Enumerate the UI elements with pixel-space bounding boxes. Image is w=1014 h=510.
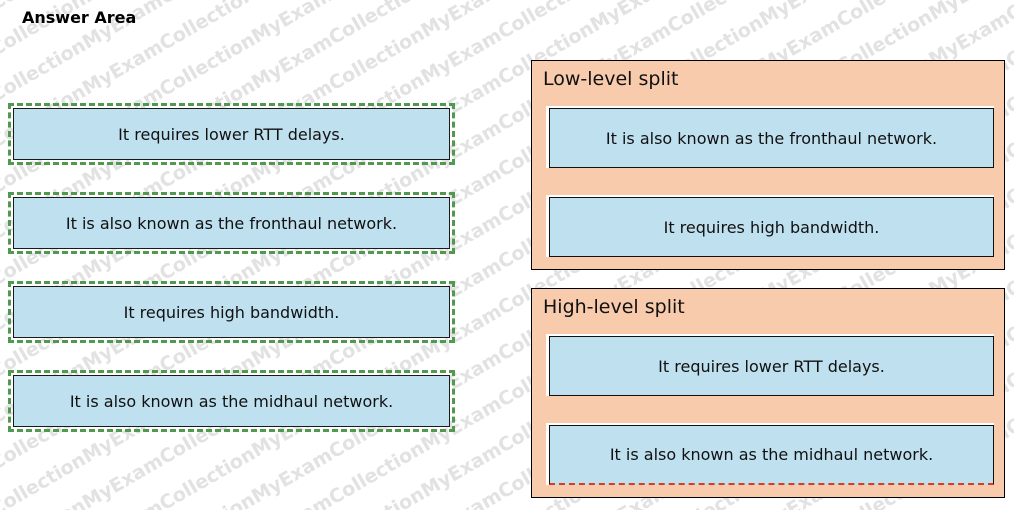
source-option-2-label: It is also known as the fronthaul networ… xyxy=(13,197,450,249)
drop-zone-high-level-split[interactable]: High-level split It requires lower RTT d… xyxy=(531,288,1005,498)
drop-zone-low-level-item-2-label: It requires high bandwidth. xyxy=(549,197,994,257)
drop-zone-low-level-item-1-label: It is also known as the fronthaul networ… xyxy=(549,108,994,168)
source-option-1[interactable]: It requires lower RTT delays. xyxy=(8,103,455,165)
drop-zone-high-level-split-title: High-level split xyxy=(543,296,685,318)
drop-zone-low-level-split-title: Low-level split xyxy=(543,68,679,90)
source-option-2[interactable]: It is also known as the fronthaul networ… xyxy=(8,192,455,254)
source-option-3[interactable]: It requires high bandwidth. xyxy=(8,281,455,343)
drop-zone-high-level-item-2[interactable]: It is also known as the midhaul network. xyxy=(546,423,994,485)
drop-zone-low-level-item-1[interactable]: It is also known as the fronthaul networ… xyxy=(546,106,994,168)
drop-zone-high-level-item-1-label: It requires lower RTT delays. xyxy=(549,336,994,396)
page-title: Answer Area xyxy=(22,8,137,27)
watermark-text: MyExamCollectionMyExamCollectionMyExamCo… xyxy=(0,0,1014,19)
watermark-text: MyExamCollectionMyExamCollectionMyExamCo… xyxy=(0,0,1014,65)
source-option-4-label: It is also known as the midhaul network. xyxy=(13,375,450,427)
drop-zone-high-level-item-2-label: It is also known as the midhaul network. xyxy=(549,425,994,485)
drop-zone-low-level-split[interactable]: Low-level split It is also known as the … xyxy=(531,60,1005,270)
drop-zone-low-level-item-2[interactable]: It requires high bandwidth. xyxy=(546,195,994,257)
source-option-1-label: It requires lower RTT delays. xyxy=(13,108,450,160)
source-option-4[interactable]: It is also known as the midhaul network. xyxy=(8,370,455,432)
source-option-3-label: It requires high bandwidth. xyxy=(13,286,450,338)
drop-zone-high-level-item-1[interactable]: It requires lower RTT delays. xyxy=(546,334,994,396)
